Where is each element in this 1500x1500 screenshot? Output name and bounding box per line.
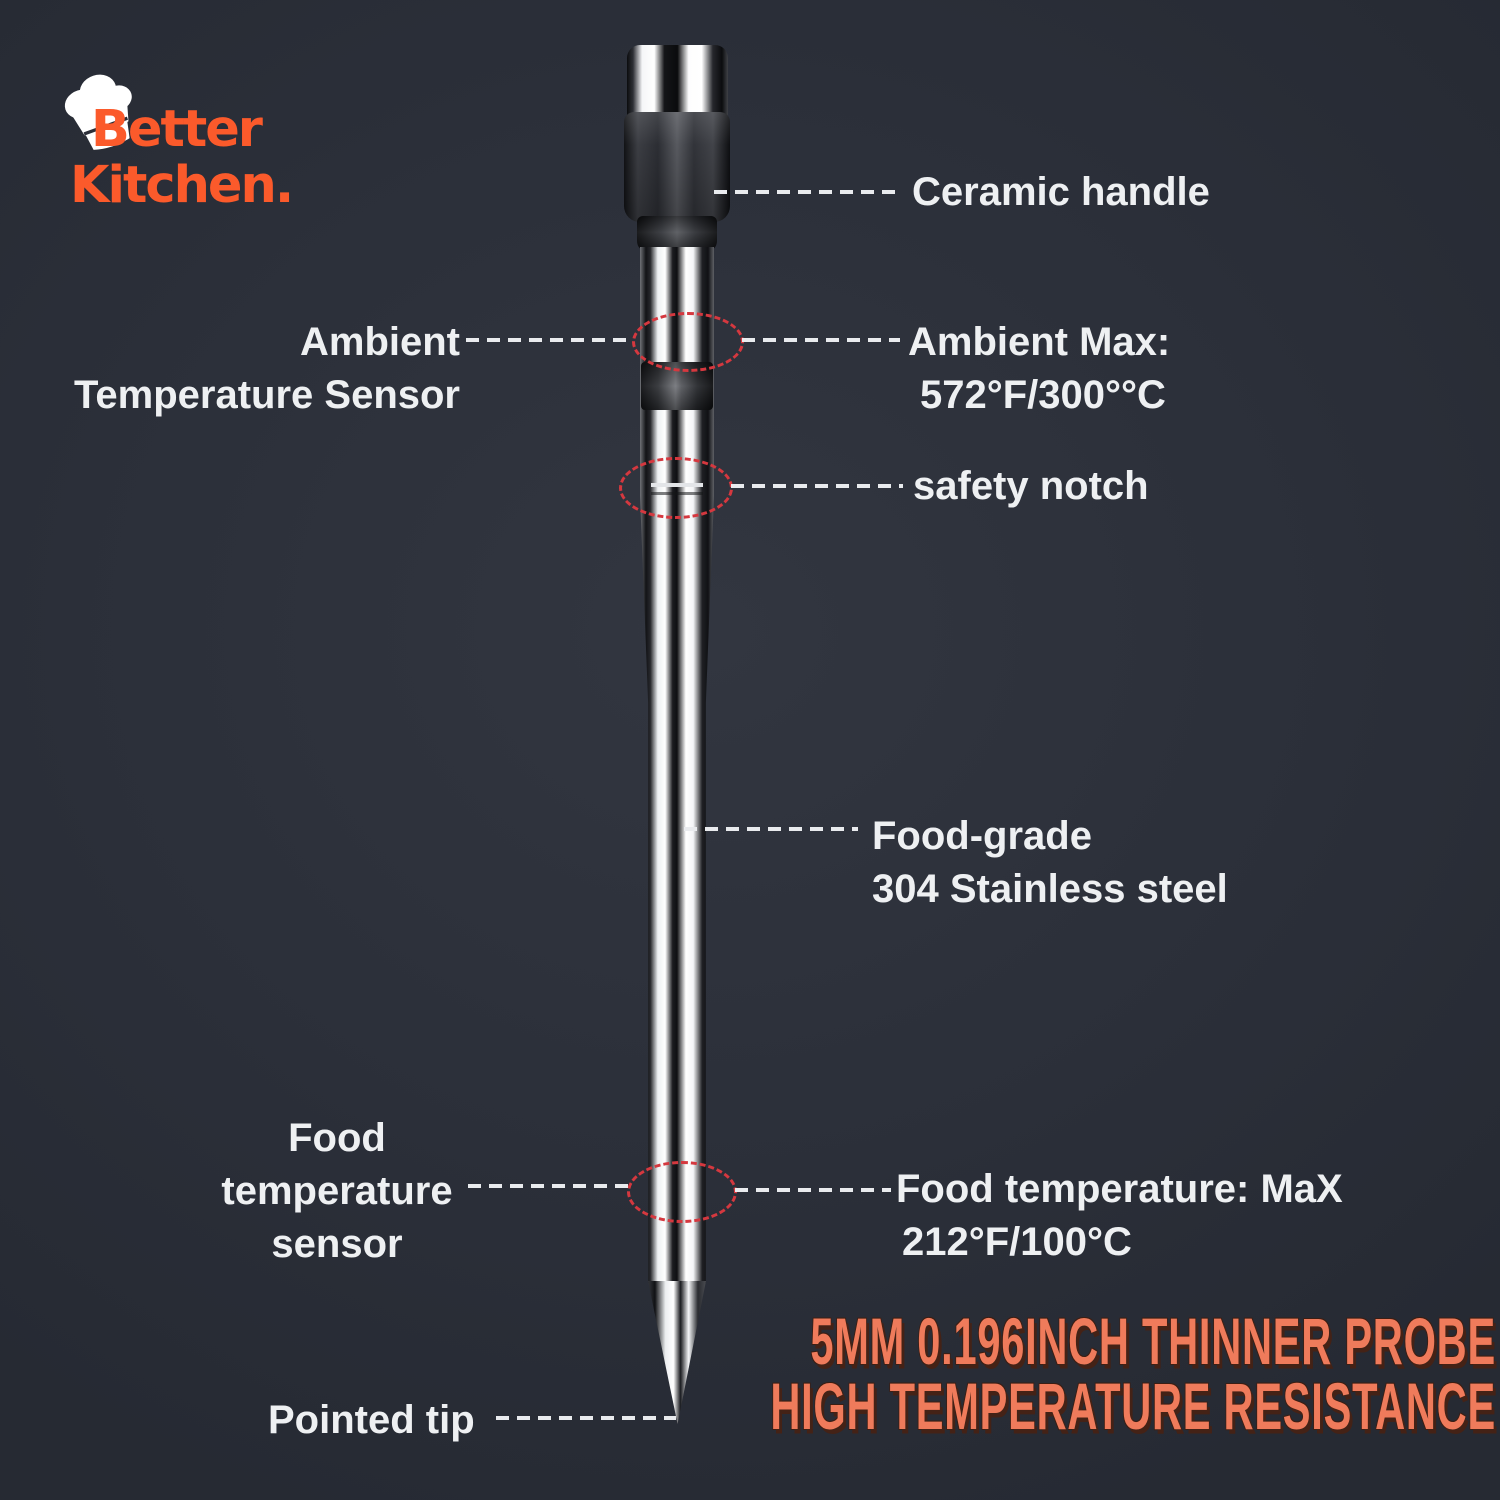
ceramic-handle [624,112,730,222]
leader-line-safety-notch [731,484,903,488]
label-ambient-max-line2: 572°F/300°°C [920,373,1166,417]
label-ambient-max: Ambient Max: 572°F/300°°C [908,316,1170,422]
feature-banner-line1: 5MM 0.196INCH THINNER PROBE [810,1304,1496,1380]
label-food-temp-line1: Food [288,1116,386,1160]
label-food-grade-line2: 304 Stainless steel [872,867,1228,911]
leader-line-ambient-sensor [466,338,632,342]
brand-name-line2: Kitchen. [70,156,294,215]
leader-line-food-temp-max [735,1188,891,1192]
label-food-temperature-sensor: Food temperature sensor [213,1112,461,1271]
label-ambient-max-line1: Ambient Max: [908,320,1171,364]
leader-line-ambient-max [742,338,900,342]
label-food-temp-line3: sensor [271,1222,403,1266]
label-ambient-line2: Temperature Sensor [73,373,460,417]
probe-collar [637,216,717,252]
ambient-sensor-ring-icon [632,312,744,372]
label-food-temp-max-line2: 212°F/100°C [902,1220,1132,1264]
chef-hat-icon [64,74,132,150]
label-food-temp-line2: temperature [221,1169,453,1213]
food-sensor-ring-icon [627,1161,737,1223]
label-ceramic-handle: Ceramic handle [912,170,1210,214]
label-food-temp-max-line1: Food temperature: MaX [896,1167,1343,1211]
label-ambient-temperature-sensor: Ambient Temperature Sensor [50,316,460,422]
feature-banner: 5MM 0.196INCH THINNER PROBE HIGH TEMPERA… [502,1305,1496,1444]
feature-banner-line2: HIGH TEMPERATURE RESISTANCE [770,1369,1496,1445]
label-food-temperature-max: Food temperature: MaX 212°F/100°C [896,1163,1343,1269]
probe-shaft [640,247,714,1283]
label-food-grade-line1: Food-grade [872,814,1092,858]
leader-line-food-grade [684,827,858,831]
brand-name-line1: Better [91,100,263,159]
label-ambient-line1: Ambient [300,320,460,364]
label-safety-notch: safety notch [913,464,1149,508]
label-food-grade: Food-grade 304 Stainless steel [872,810,1228,916]
label-pointed-tip: Pointed tip [268,1398,475,1442]
leader-line-ceramic-handle [714,190,896,194]
safety-notch-ring-icon [619,457,733,519]
leader-line-pointed-tip [496,1416,676,1420]
brand-name: Better Kitchen. [70,100,294,215]
brand-logo: Better Kitchen. [58,62,388,252]
leader-line-food-temp-sensor [468,1184,628,1188]
probe-metal-cap [627,45,728,118]
